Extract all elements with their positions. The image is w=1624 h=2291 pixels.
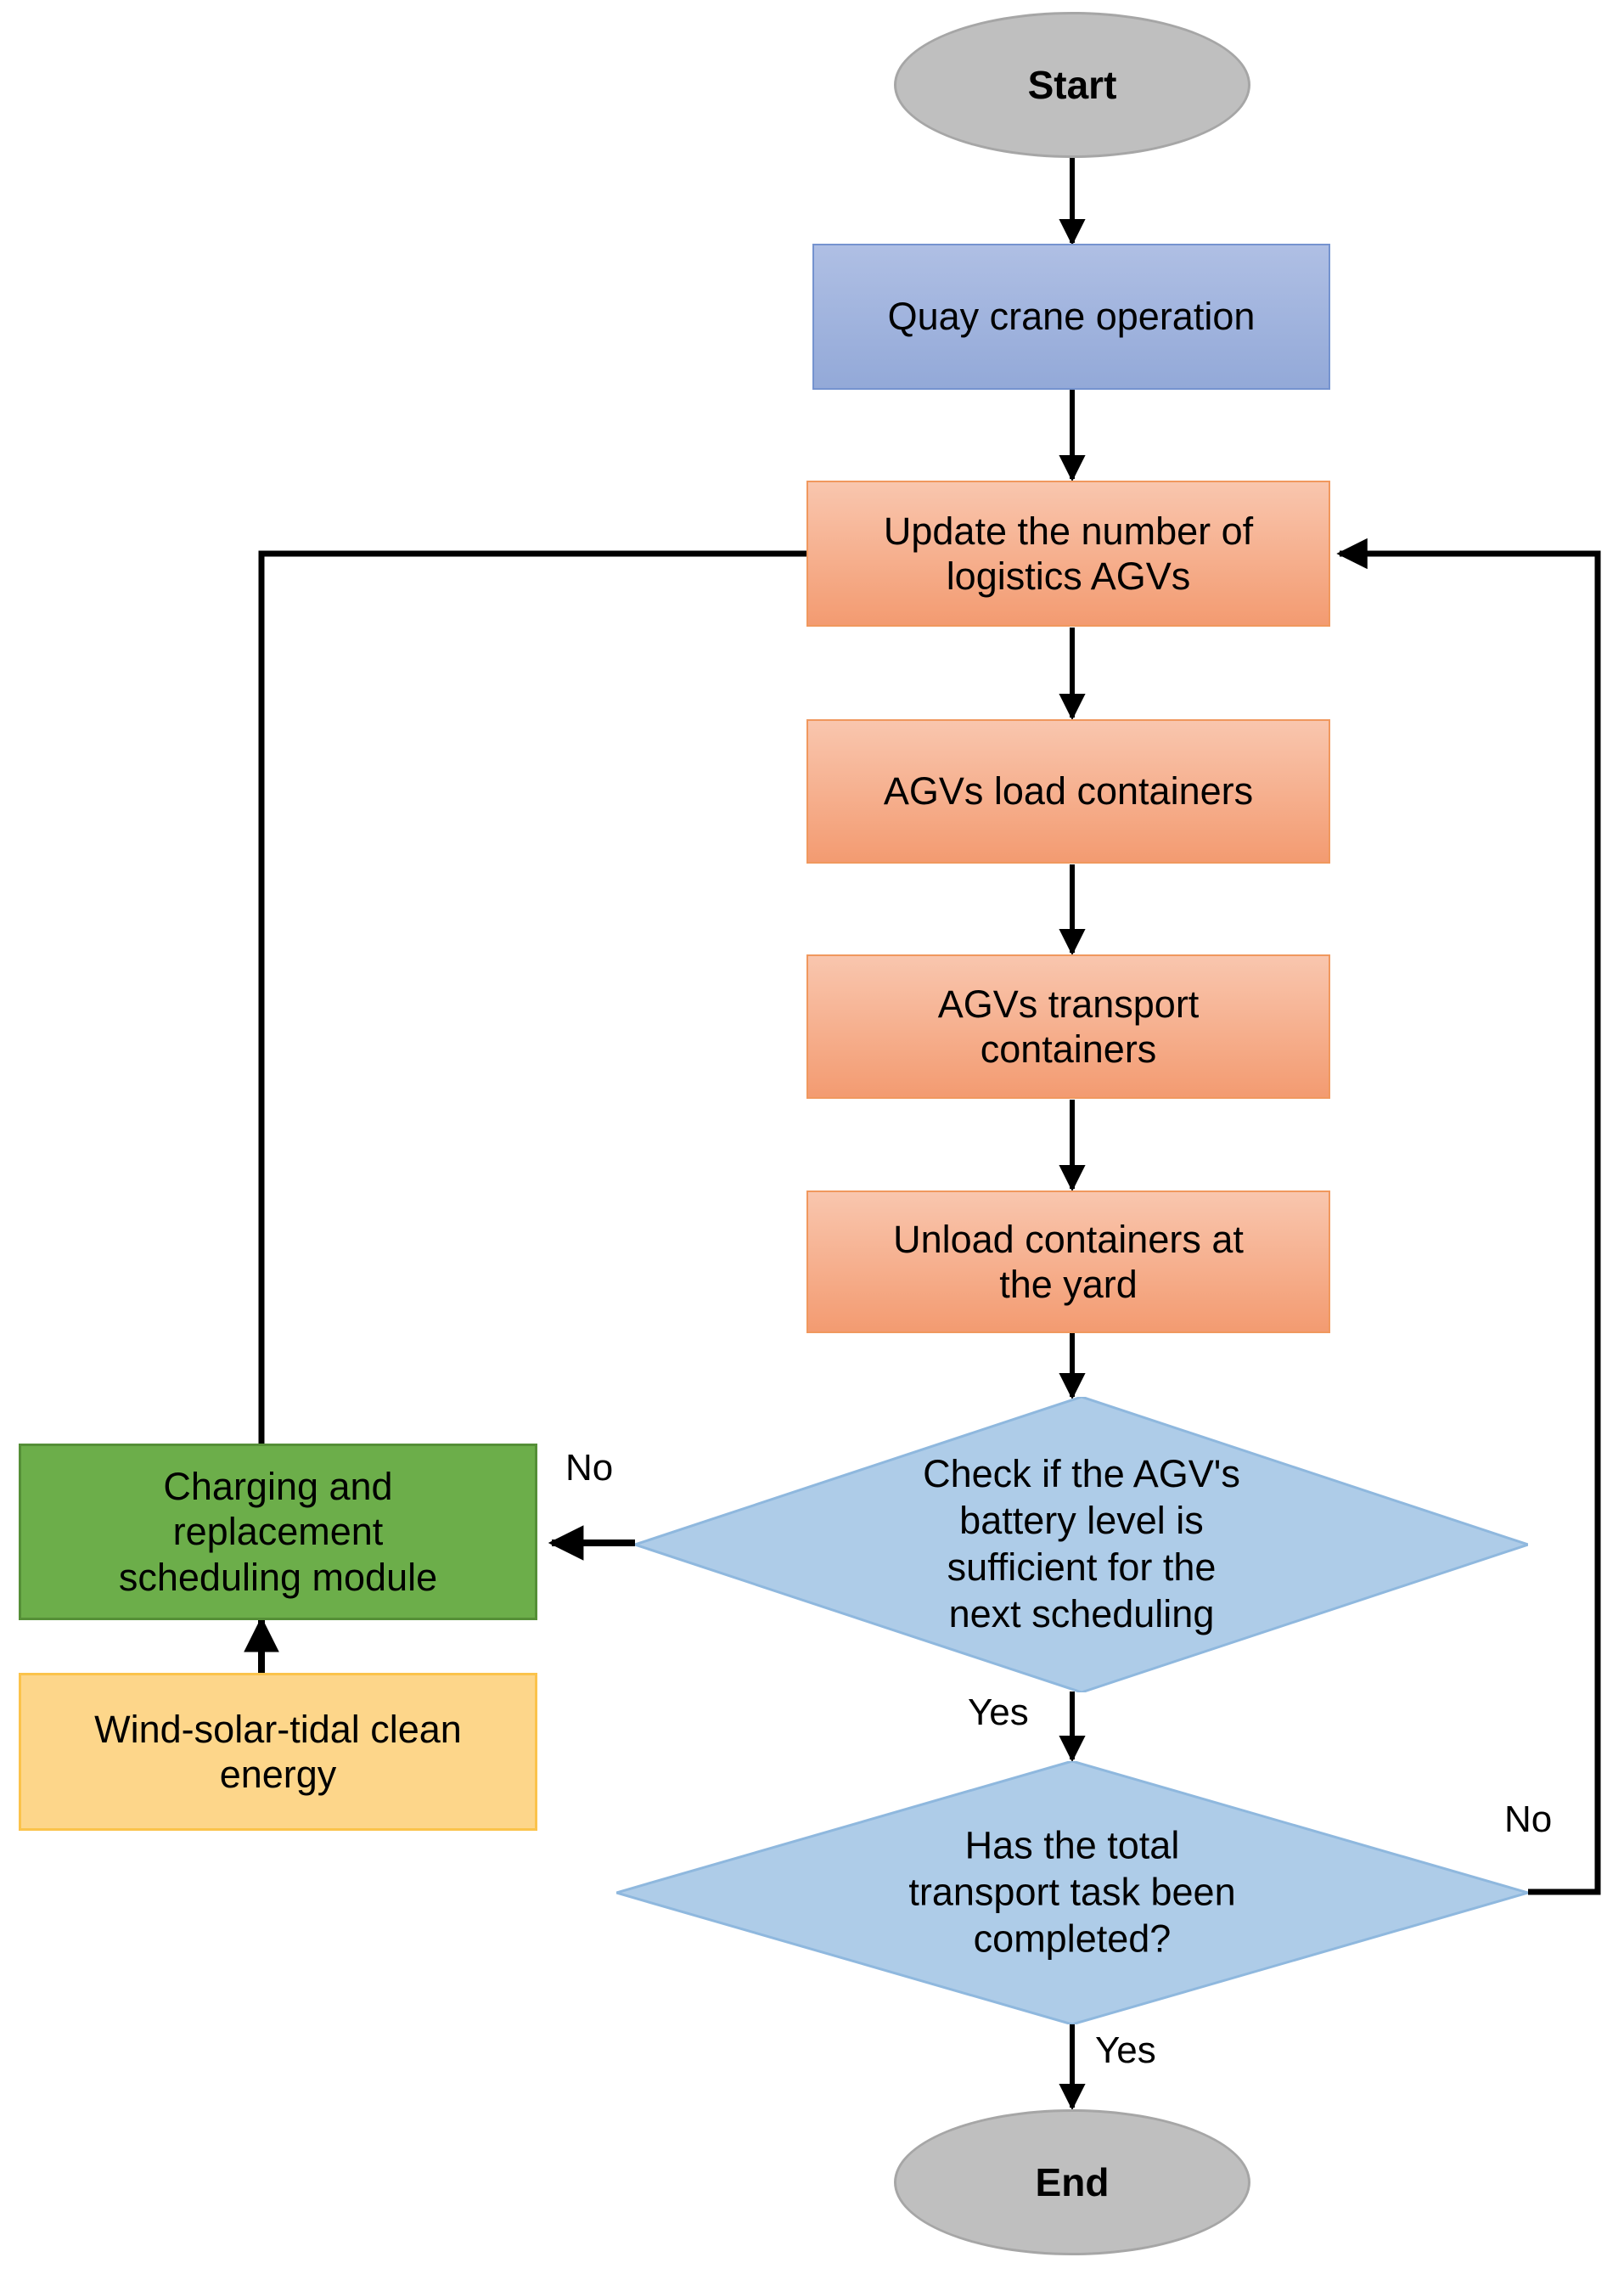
node-update-agv-count[interactable]: Update the number of logistics AGVs xyxy=(806,481,1330,627)
node-agvs-transport-containers-label: AGVs transport containers xyxy=(937,982,1200,1071)
node-update-agv-count-label: Update the number of logistics AGVs xyxy=(883,509,1254,598)
node-check-battery-level-label: Check if the AGV's battery level is suff… xyxy=(923,1452,1240,1635)
node-charging-replacement-module[interactable]: Charging and replacement scheduling modu… xyxy=(19,1444,537,1620)
node-agvs-load-containers-label: AGVs load containers xyxy=(883,769,1254,813)
node-check-battery-level[interactable]: Check if the AGV's battery level is suff… xyxy=(635,1397,1528,1692)
node-unload-containers-yard[interactable]: Unload containers at the yard xyxy=(806,1191,1330,1333)
node-end-label: End xyxy=(1035,2159,1110,2204)
edge-label-total-no: No xyxy=(1504,1798,1553,1840)
node-quay-crane-operation-label: Quay crane operation xyxy=(887,295,1256,339)
node-quay-crane-operation[interactable]: Quay crane operation xyxy=(812,244,1330,390)
node-start[interactable]: Start xyxy=(894,12,1250,158)
node-total-task-completed-label: Has the total transport task been comple… xyxy=(908,1823,1236,1961)
node-start-label: Start xyxy=(1027,62,1117,107)
node-agvs-load-containers[interactable]: AGVs load containers xyxy=(806,719,1330,864)
edge-label-battery-no: No xyxy=(565,1447,614,1489)
edge-label-total-yes: Yes xyxy=(1095,2029,1156,2071)
node-charging-replacement-module-label: Charging and replacement scheduling modu… xyxy=(118,1465,438,1599)
edge-label-battery-yes: Yes xyxy=(968,1692,1029,1733)
node-wind-solar-tidal-clean-energy[interactable]: Wind-solar-tidal clean energy xyxy=(19,1673,537,1831)
node-unload-containers-yard-label: Unload containers at the yard xyxy=(893,1217,1244,1306)
node-end[interactable]: End xyxy=(894,2109,1250,2255)
node-total-task-completed[interactable]: Has the total transport task been comple… xyxy=(616,1761,1528,2024)
node-wind-solar-tidal-clean-energy-label: Wind-solar-tidal clean energy xyxy=(94,1707,462,1796)
node-agvs-transport-containers[interactable]: AGVs transport containers xyxy=(806,954,1330,1099)
